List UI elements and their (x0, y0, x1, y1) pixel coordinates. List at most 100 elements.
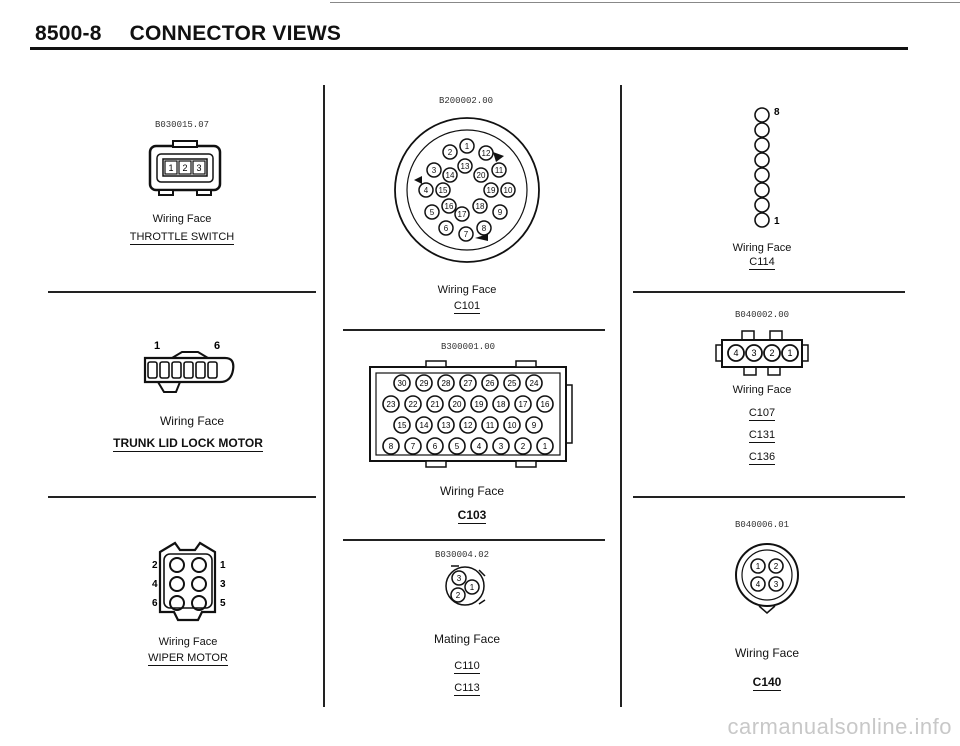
pin-label: 26 (486, 379, 495, 388)
pin-circle (503, 416, 521, 434)
pin-label: 2 (521, 442, 526, 451)
pin-label: 11 (495, 166, 504, 175)
section-rule (633, 291, 905, 293)
pin-label: 12 (464, 421, 473, 430)
view-face-label: Wiring Face (159, 414, 224, 428)
pin-circle (426, 437, 444, 455)
pin-label: 13 (442, 421, 451, 430)
pin-label: 16 (541, 400, 550, 409)
pin-label: 25 (508, 379, 517, 388)
part-code: B300001.00 (440, 342, 495, 352)
section-rule (343, 539, 605, 541)
view-face-label: Wiring Face (437, 284, 497, 296)
c107-connector-diagram: 4 3 2 1 (715, 330, 809, 376)
pin-circle (437, 416, 455, 434)
pin-circle (437, 374, 455, 392)
pin-label: 4 (756, 580, 761, 589)
header-rule (30, 47, 908, 50)
pin-circle (448, 437, 466, 455)
pin-label: 10 (508, 421, 517, 430)
component-name: WIPER MOTOR (148, 652, 228, 666)
component-name: C103 (457, 508, 487, 524)
pin-label: 2 (774, 562, 779, 571)
pin-label: 15 (398, 421, 407, 430)
pin-label: 19 (487, 186, 496, 195)
component-name: C110 (454, 660, 480, 674)
pin-circle (525, 374, 543, 392)
part-code: B040006.01 (734, 520, 789, 530)
column-divider-2 (620, 85, 622, 707)
pin-circle (470, 395, 488, 413)
pin-label: 30 (398, 379, 407, 388)
component-name: C107 (748, 407, 776, 421)
component-name: THROTTLE SWITCH (129, 231, 235, 245)
pin-label: 14 (446, 171, 455, 180)
page-number: 8500-8 (35, 22, 102, 45)
throttle-switch-connector-diagram: 1 2 3 (148, 140, 222, 196)
pin-circle (404, 437, 422, 455)
pin-circle (448, 395, 466, 413)
section-rule (343, 329, 605, 331)
wiper-motor-connector-diagram: 2 1 4 3 6 5 (152, 541, 226, 622)
pin-label: 1 (470, 583, 475, 592)
pin-circle (404, 395, 422, 413)
view-face-label: Wiring Face (158, 636, 218, 648)
c114-connector-diagram: 8 1 (754, 107, 780, 228)
pin-circle (536, 437, 554, 455)
pin-label: 29 (420, 379, 429, 388)
pin-label: 16 (445, 202, 454, 211)
pin-circle (459, 374, 477, 392)
section-rule (48, 291, 316, 293)
pin-label: 3 (196, 163, 201, 173)
pin-label: 5 (455, 442, 460, 451)
pin-label: 5 (430, 208, 435, 217)
pin-label: 12 (482, 149, 491, 158)
pin-label: 11 (486, 421, 495, 430)
pin-label: 22 (409, 400, 418, 409)
pin-label: 20 (477, 171, 486, 180)
pin-circle (382, 437, 400, 455)
pin-label: 2 (152, 560, 158, 571)
pin-circle (492, 395, 510, 413)
pin-label: 3 (432, 166, 437, 175)
view-face-label: Wiring Face (734, 646, 799, 660)
component-name: C136 (748, 451, 776, 465)
pin-circle (481, 374, 499, 392)
pin-circle (393, 416, 411, 434)
pin-circle (503, 374, 521, 392)
part-code: B030004.02 (434, 550, 489, 560)
pin-label: 17 (519, 400, 528, 409)
watermark: carmanualsonline.info (727, 714, 952, 739)
column-divider-1 (323, 85, 325, 707)
pin-label: 3 (220, 579, 226, 590)
pin-circle (754, 197, 770, 213)
pin-label: 3 (774, 580, 779, 589)
pin-circle (754, 167, 770, 183)
pin-label: 14 (420, 421, 429, 430)
pin-label: 8 (389, 442, 394, 451)
pin-label: 17 (458, 210, 467, 219)
pin-label: 8 (774, 107, 780, 118)
component-name: C140 (752, 675, 782, 691)
pin-circle (426, 395, 444, 413)
pin-label: 8 (482, 224, 487, 233)
pin-label: 21 (431, 400, 440, 409)
pin-label: 1 (154, 340, 160, 352)
pin-circle (415, 416, 433, 434)
pin-label: 6 (433, 442, 438, 451)
pin-label: 9 (532, 421, 537, 430)
pin-circle (470, 437, 488, 455)
pin-circle (754, 107, 770, 123)
pin-label: 2 (448, 148, 453, 157)
pin-circle (754, 137, 770, 153)
view-face-label: Mating Face (433, 632, 501, 646)
pin-label: 9 (498, 208, 503, 217)
pin-label: 1 (787, 348, 792, 358)
pin-label: 23 (387, 400, 396, 409)
pin-label: 13 (461, 162, 470, 171)
pin-circle (481, 416, 499, 434)
pin-label: 4 (733, 348, 738, 358)
c101-connector-diagram: 2 1 12 3 14 13 20 11 4 15 19 10 5 16 17 … (394, 117, 540, 263)
part-code: B030015.07 (154, 120, 209, 130)
